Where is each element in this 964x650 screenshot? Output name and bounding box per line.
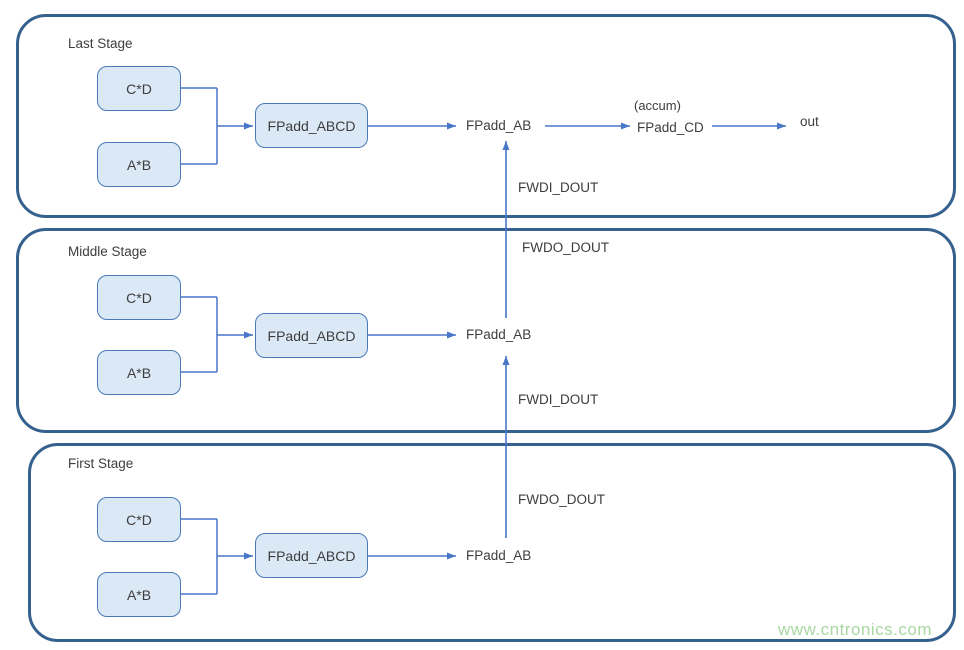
first-fpadd-ab-node: FPadd_AB <box>466 548 532 563</box>
stage-middle-title: Middle Stage <box>68 244 147 259</box>
last-fwdi-dout-label: FWDI_DOUT <box>518 180 599 195</box>
stage-middle <box>16 228 956 433</box>
stage-last-title: Last Stage <box>68 36 133 51</box>
first-fpadd-abcd-box: FPadd_ABCD <box>255 533 368 578</box>
first-fwdo-dout-label: FWDO_DOUT <box>518 492 605 507</box>
first-mult-cd-box: C*D <box>97 497 181 542</box>
middle-fwdi-dout-label: FWDI_DOUT <box>518 392 599 407</box>
last-mult-cd-box: C*D <box>97 66 181 111</box>
last-fpadd-cd-node: FPadd_CD <box>637 120 704 135</box>
middle-fwdo-dout-label: FWDO_DOUT <box>522 240 609 255</box>
middle-mult-cd-box: C*D <box>97 275 181 320</box>
middle-fpadd-abcd-box: FPadd_ABCD <box>255 313 368 358</box>
middle-mult-ab-box: A*B <box>97 350 181 395</box>
last-output-label: out <box>800 114 819 129</box>
last-fpadd-ab-node: FPadd_AB <box>466 118 532 133</box>
last-fpadd-abcd-box: FPadd_ABCD <box>255 103 368 148</box>
last-mult-ab-box: A*B <box>97 142 181 187</box>
first-mult-ab-box: A*B <box>97 572 181 617</box>
stage-first-title: First Stage <box>68 456 134 471</box>
middle-fpadd-ab-node: FPadd_AB <box>466 327 532 342</box>
last-accum-note: (accum) <box>634 98 681 113</box>
stage-first <box>28 443 956 642</box>
watermark: www.cntronics.com <box>778 620 932 639</box>
stage-last <box>16 14 956 218</box>
